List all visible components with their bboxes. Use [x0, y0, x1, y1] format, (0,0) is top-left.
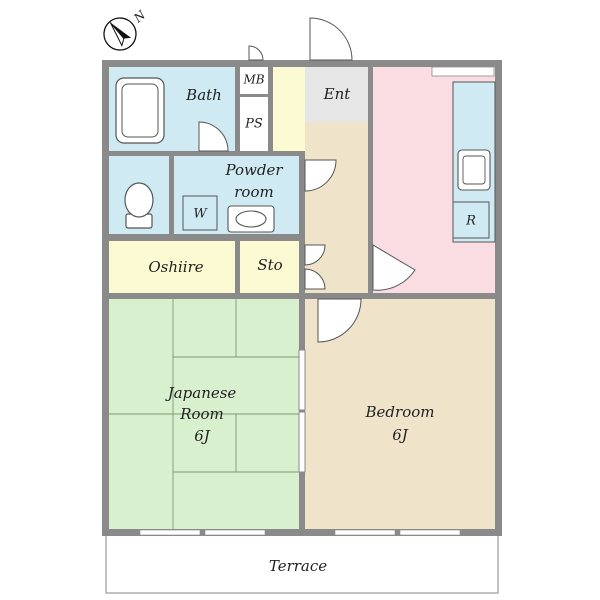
powder-label-line2: room	[234, 183, 273, 201]
kitchen-window	[431, 66, 495, 77]
doors	[198, 17, 416, 343]
entrance-label: Ent	[323, 85, 352, 103]
washer-space	[182, 195, 218, 231]
tatami-lines	[109, 299, 299, 529]
bathtub-icon	[115, 77, 165, 144]
refrigerator-space	[452, 201, 490, 239]
powder-label-line1: Powder	[224, 161, 283, 179]
oshiire-closet	[109, 241, 235, 293]
compass-north-label: N	[130, 8, 148, 26]
stove-icon	[457, 149, 491, 191]
toilet-icon	[124, 182, 154, 229]
bedroom-label-line1: Bedroom	[365, 403, 435, 421]
mb-label: MB	[242, 73, 264, 87]
entrance-room	[305, 67, 368, 122]
terrace-area	[105, 534, 499, 594]
japanese-label-line1: Japanese	[165, 384, 237, 402]
bedroom-label-line2: 6J	[392, 426, 409, 444]
bottom-windows	[139, 529, 461, 536]
compass-arrow-icon	[103, 17, 137, 51]
mb-closet	[240, 67, 268, 94]
terrace-label: Terrace	[269, 557, 327, 575]
japanese-label-line2: Room	[179, 405, 224, 423]
wash-basin-icon	[227, 205, 275, 233]
refrigerator-label: R	[465, 214, 476, 229]
ps-label: PS	[244, 117, 263, 132]
bath-label: Bath	[185, 86, 222, 104]
oshiire-label: Oshiire	[148, 258, 203, 276]
storage-closet	[240, 241, 299, 293]
storage-label: Sto	[257, 256, 282, 274]
side-storage	[273, 67, 305, 151]
japanese-label-line3: 6J	[194, 427, 211, 445]
washer-label: W	[193, 207, 208, 222]
hallway	[305, 122, 368, 293]
ps-closet	[240, 97, 268, 151]
sliding-partitions	[298, 349, 306, 473]
